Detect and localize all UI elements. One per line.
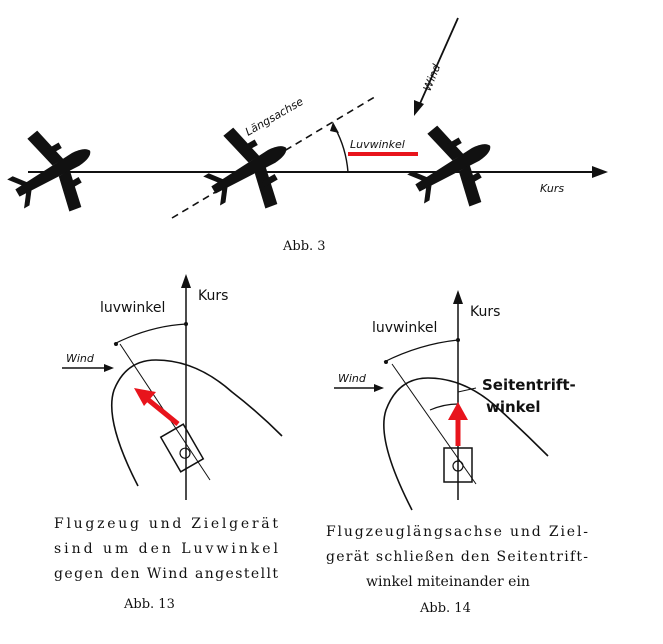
caption-13-line1: Flugzeug und Zielgerät — [54, 516, 278, 532]
figure-3: Längsachse Luvwinkel Wind Kurs Abb. 3 — [0, 17, 608, 254]
caption-abb-13: Abb. 13 — [123, 597, 175, 612]
luvwinkel-arc-14 — [383, 339, 459, 363]
caption-abb-14: Abb. 14 — [419, 601, 471, 616]
caption-13-line3: gegen den Wind angestellt — [54, 566, 278, 582]
luvwinkel-arc-13 — [113, 323, 187, 345]
caption-14-line1: Flugzeuglängsachse und Ziel- — [326, 524, 588, 540]
figure-14: luvwinkel Kurs Wind Seitentrift- winkel … — [326, 290, 588, 616]
luvwinkel-arc-3 — [334, 127, 349, 173]
figure-13: luvwinkel Kurs Wind Flugzeug und Zielger… — [54, 274, 283, 612]
wind-arrow-3 — [417, 17, 459, 109]
label-luvwinkel-14: luvwinkel — [372, 320, 437, 336]
laengsachse-line — [171, 94, 379, 219]
label-seitentrift-14a: Seitentrift- — [482, 376, 576, 394]
zielgeraet-box-13 — [159, 423, 205, 473]
red-arrow-13 — [144, 396, 180, 426]
caption-abb-3: Abb. 3 — [282, 239, 326, 254]
caption-13-line2: sind um den Luvwinkel — [54, 541, 279, 557]
seitentrift-arc-14 — [429, 403, 459, 411]
airplane-right — [393, 107, 513, 228]
label-wind-13: Wind — [66, 352, 95, 365]
u-curve-13 — [111, 359, 283, 487]
kurs-arrowhead-3 — [592, 166, 608, 178]
label-kurs-14: Kurs — [470, 304, 500, 320]
label-luvwinkel-13: luvwinkel — [100, 300, 165, 316]
label-kurs-13: Kurs — [198, 288, 228, 304]
label-luvwinkel-3: Luvwinkel — [350, 138, 405, 151]
zielgeraet-box-14 — [443, 447, 473, 483]
label-laengsachse: Längsachse — [243, 95, 306, 139]
u-curve-14 — [383, 377, 549, 511]
label-wind-14: Wind — [338, 372, 367, 385]
caption-14-line3: winkel miteinander ein — [366, 574, 530, 590]
caption-14-line2: gerät schließen den Seitentrift- — [326, 549, 588, 565]
label-wind-3: Wind — [421, 61, 444, 93]
label-kurs-3: Kurs — [540, 182, 564, 195]
label-seitentrift-14b: winkel — [486, 398, 541, 416]
